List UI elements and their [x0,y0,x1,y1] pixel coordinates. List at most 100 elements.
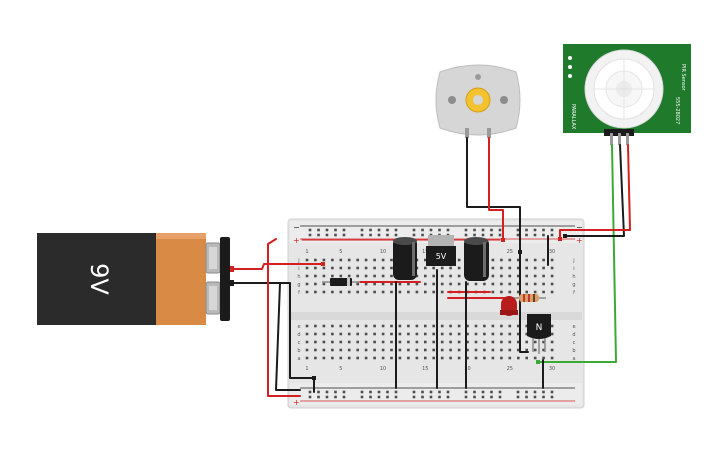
row-label-right: h [572,274,575,280]
breadboard-hole [331,324,334,328]
breadboard-hole [432,356,435,360]
breadboard-hole [386,390,389,394]
breadboard-hole [412,395,416,399]
breadboard-hole [317,395,320,399]
breadboard-hole [440,356,444,360]
breadboard-hole [407,324,410,328]
column-label-bottom: 5 [339,366,342,372]
breadboard-hole [491,282,495,286]
column-label-top: 15 [422,249,428,255]
breadboard-hole [429,228,433,232]
breadboard-hole [314,340,317,344]
row-label-right: a [572,356,575,362]
breadboard-hole [386,228,389,232]
breadboard-hole [339,258,343,262]
breadboard-hole [525,233,528,237]
breadboard-hole [334,233,337,237]
breadboard-hole [517,340,520,344]
breadboard-hole [347,356,351,360]
breadboard-hole [525,332,528,336]
breadboard-hole [364,340,368,344]
breadboard-hole [305,332,309,336]
breadboard-hole [491,356,495,360]
breadboard-hole [373,340,376,344]
breadboard-hole [542,340,545,344]
breadboard-hole [394,390,398,394]
breadboard-hole [347,332,351,336]
breadboard-hole [474,356,478,360]
breadboard-hole [483,324,486,328]
breadboard-hole [542,395,545,399]
breadboard-hole [525,340,528,344]
breadboard-hole [360,390,364,394]
wire-pir-red [559,144,631,240]
breadboard-hole [542,233,545,237]
breadboard-hole [490,228,493,232]
breadboard-hole [550,290,554,294]
breadboard-hole [440,266,444,270]
breadboard-hole [474,324,478,328]
breadboard-hole [317,228,320,232]
breadboard-hole [464,395,468,399]
rail-minus-label: − [293,223,300,232]
breadboard-hole [533,348,537,352]
breadboard-hole [491,340,495,344]
breadboard-hole [407,356,410,360]
breadboard-hole [314,258,317,262]
breadboard-hole [533,340,537,344]
breadboard-hole [550,228,554,232]
breadboard-hole [474,340,478,344]
breadboard-hole [525,395,528,399]
breadboard-hole [325,395,329,399]
row-label-left: g [297,282,300,288]
dc-motor [435,64,521,138]
breadboard-hole [390,340,393,344]
breadboard-hole [364,332,368,336]
breadboard-hole [550,390,554,394]
breadboard-hole [347,340,351,344]
breadboard-hole [466,324,469,328]
breadboard-hole [424,332,427,336]
row-label-left: h [297,274,300,280]
breadboard-hole [440,274,444,278]
breadboard-hole [369,228,372,232]
breadboard-hole [449,332,452,336]
breadboard-hole [474,348,478,352]
breadboard-hole [381,356,385,360]
breadboard-hole [342,233,346,237]
breadboard-hole [356,282,359,286]
breadboard-hole [500,290,503,294]
breadboard-hole [446,228,450,232]
row-label-right: j [572,258,574,264]
breadboard-hole [305,348,309,352]
breadboard-hole [449,282,452,286]
breadboard-hole [481,390,485,394]
breadboard-hole [390,324,393,328]
row-label-right: i [573,266,574,272]
breadboard-hole [314,324,317,328]
breadboard-hole [373,258,376,262]
breadboard-hole [322,348,326,352]
row-label-left: d [297,332,300,338]
breadboard-hole [322,332,326,336]
breadboard-hole [322,274,326,278]
breadboard-hole [517,266,520,270]
transistor-label: N [536,323,543,333]
breadboard-hole [331,266,334,270]
breadboard-hole [373,266,376,270]
breadboard-hole [457,266,461,270]
breadboard-hole [491,258,495,262]
column-label-top: 1 [305,249,308,255]
breadboard-hole [356,340,359,344]
breadboard-hole [550,348,554,352]
breadboard-hole [466,356,469,360]
breadboard-hole [305,282,309,286]
breadboard-hole [481,233,485,237]
breadboard-hole [334,228,337,232]
breadboard-hole [377,228,381,232]
breadboard-hole [457,258,461,262]
breadboard-hole [390,282,393,286]
breadboard-hole [314,282,317,286]
breadboard-hole [356,348,359,352]
breadboard-hole [525,258,528,262]
